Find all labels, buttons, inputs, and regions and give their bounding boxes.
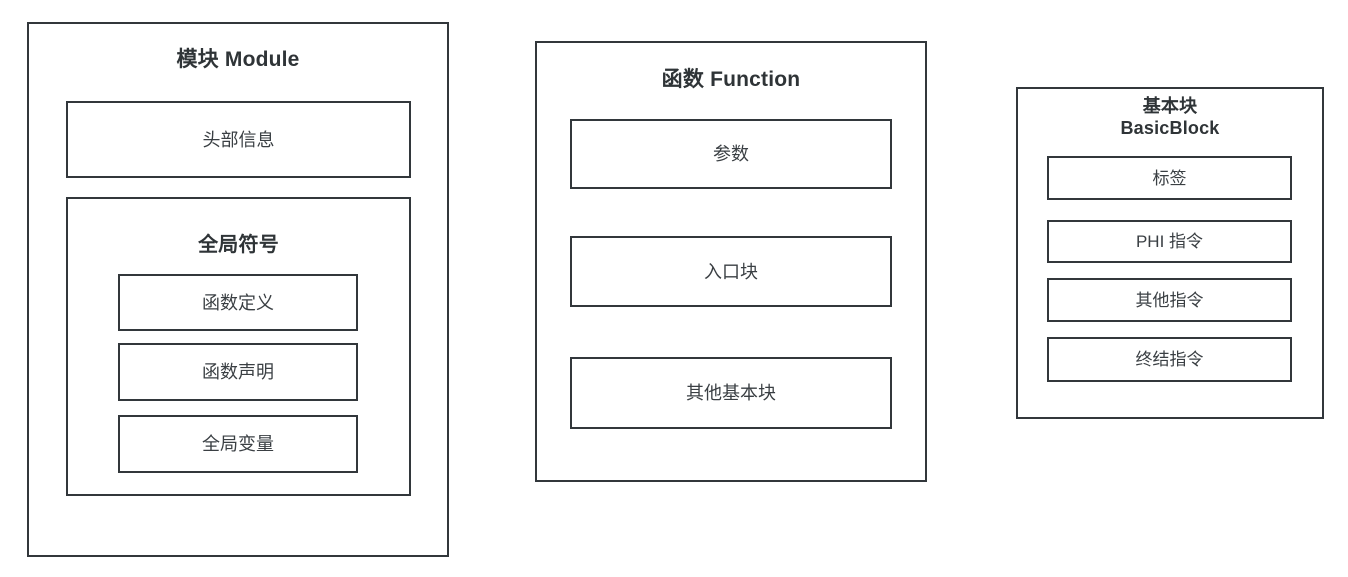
function-declaration-label: 函数声明 xyxy=(202,362,274,382)
function-other-blocks-box[interactable]: 其他基本块 xyxy=(570,357,892,429)
basicblock-other-instruction-box[interactable]: 其他指令 xyxy=(1047,278,1292,322)
basicblock-phi-instruction-box[interactable]: PHI 指令 xyxy=(1047,220,1292,263)
basicblock-terminator-instruction-box[interactable]: 终结指令 xyxy=(1047,337,1292,382)
basicblock-label-box[interactable]: 标签 xyxy=(1047,156,1292,200)
basicblock-other-instruction-label: 其他指令 xyxy=(1135,290,1204,310)
function-declaration-box[interactable]: 函数声明 xyxy=(118,343,358,401)
module-header-info-label: 头部信息 xyxy=(202,129,275,150)
basicblock-group-title: 基本块 BasicBlock xyxy=(1016,96,1324,140)
function-other-blocks-label: 其他基本块 xyxy=(686,383,776,403)
basicblock-terminator-instruction-label: 终结指令 xyxy=(1135,350,1204,369)
basicblock-title-line2: BasicBlock xyxy=(1120,117,1220,138)
function-definition-box[interactable]: 函数定义 xyxy=(118,274,358,331)
global-symbols-group-title: 全局符号 xyxy=(198,234,279,256)
module-header-info-box[interactable]: 头部信息 xyxy=(66,101,411,178)
function-group-title: 函数 Function xyxy=(661,68,801,91)
module-group-title: 模块 Module xyxy=(176,48,300,71)
function-entry-block-box[interactable]: 入口块 xyxy=(570,236,892,307)
function-entry-block-label: 入口块 xyxy=(704,261,758,282)
global-variable-box[interactable]: 全局变量 xyxy=(118,415,358,473)
function-params-label: 参数 xyxy=(713,144,749,164)
function-params-box[interactable]: 参数 xyxy=(570,119,892,189)
basicblock-label-text: 标签 xyxy=(1152,168,1187,188)
function-definition-label: 函数定义 xyxy=(202,292,274,313)
basicblock-phi-instruction-label: PHI 指令 xyxy=(1135,232,1204,251)
global-variable-label: 全局变量 xyxy=(202,434,274,454)
basicblock-title-line1: 基本块 xyxy=(1142,96,1198,116)
